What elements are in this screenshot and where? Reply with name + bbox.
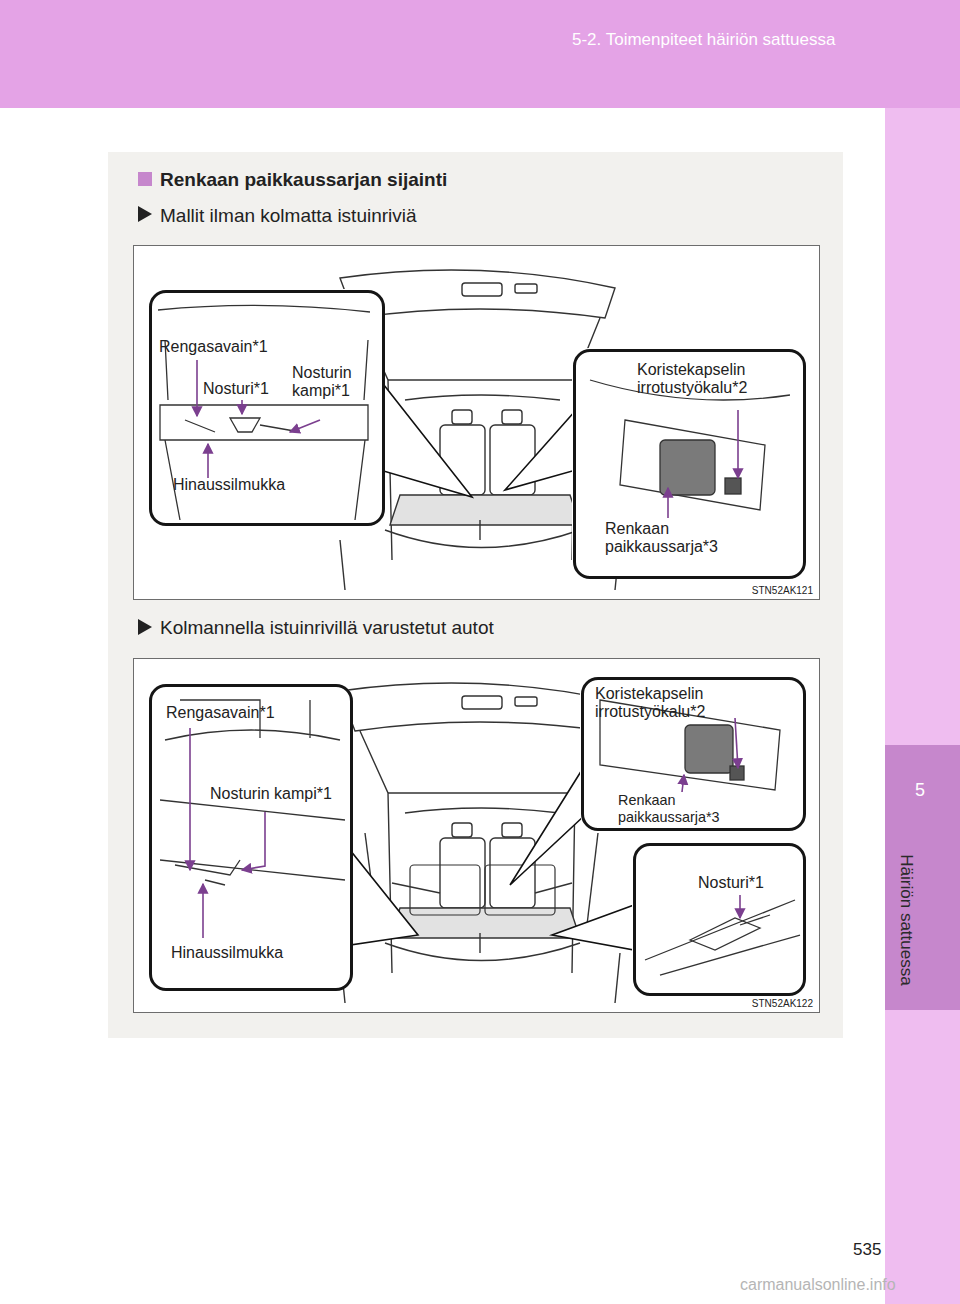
- title-marker: [138, 172, 152, 186]
- detail-inset: Nosturi*1: [633, 843, 806, 996]
- part-label: Rengasavain*1: [159, 338, 268, 356]
- side-column: [885, 108, 960, 1304]
- part-label: Koristekapselin irrotustyökalu*2: [637, 361, 797, 398]
- detail-inset: Rengasavain*1Nosturi*1 Nosturin kampi*1Hi…: [149, 290, 385, 526]
- part-label: Nosturi*1: [698, 874, 764, 892]
- figure-code: STN52AK122: [752, 998, 813, 1010]
- part-label: Hinaussilmukka: [173, 476, 285, 494]
- watermark: carmanualsonline.info: [740, 1276, 896, 1294]
- part-label: Nosturin kampi*1: [292, 364, 374, 401]
- detail-inset: Koristekapselin irrotustyökalu*2Renkaan …: [573, 349, 806, 579]
- page-number: 535: [853, 1240, 881, 1260]
- figure-code: STN52AK121: [752, 585, 813, 597]
- figure-frame: Rengasavain*1Nosturin kampi*1Hinaussilmu…: [133, 658, 820, 1013]
- part-label: Hinaussilmukka: [171, 944, 283, 962]
- car-rear-view: [340, 683, 620, 1003]
- part-label: Renkaan paikkaussarja*3: [605, 520, 735, 557]
- header-band: [0, 0, 960, 108]
- third-row-seats: [410, 865, 555, 915]
- bullet-triangle: [138, 206, 152, 222]
- leader-line: [190, 360, 740, 938]
- inset-illustration: [158, 305, 800, 975]
- part-label: Nosturin kampi*1: [210, 785, 332, 803]
- section-title: Renkaan paikkaussarjan sijainti: [160, 169, 447, 191]
- detail-inset: Rengasavain*1Nosturin kampi*1Hinaussilmu…: [149, 684, 353, 991]
- figure-ground: [133, 245, 820, 600]
- part-label: Koristekapselin irrotustyökalu*2: [595, 685, 795, 722]
- chapter-number: 5: [915, 780, 925, 801]
- part-label: Renkaan paikkaussarja*3: [618, 792, 748, 825]
- subheading: Mallit ilman kolmatta istuinriviä: [160, 205, 417, 227]
- bullet-triangle: [138, 619, 152, 635]
- part-label: Nosturi*1: [203, 380, 269, 398]
- part-label: Rengasavain*1: [166, 704, 275, 722]
- detail-inset: Koristekapselin irrotustyökalu*2Renkaan …: [581, 677, 806, 831]
- subheading: Kolmannella istuinrivillä varustetut aut…: [160, 617, 494, 639]
- figure-ground: [133, 658, 820, 1013]
- chapter-tab: [885, 745, 960, 1010]
- section-header: 5-2. Toimenpiteet häiriön sattuessa: [572, 30, 835, 50]
- chapter-title: Häiriön sattuessa: [896, 854, 916, 985]
- inset-ground: [148, 289, 805, 995]
- content-panel: [108, 152, 843, 1038]
- figure-frame: Rengasavain*1Nosturi*1 Nosturin kampi*1Hi…: [133, 245, 820, 600]
